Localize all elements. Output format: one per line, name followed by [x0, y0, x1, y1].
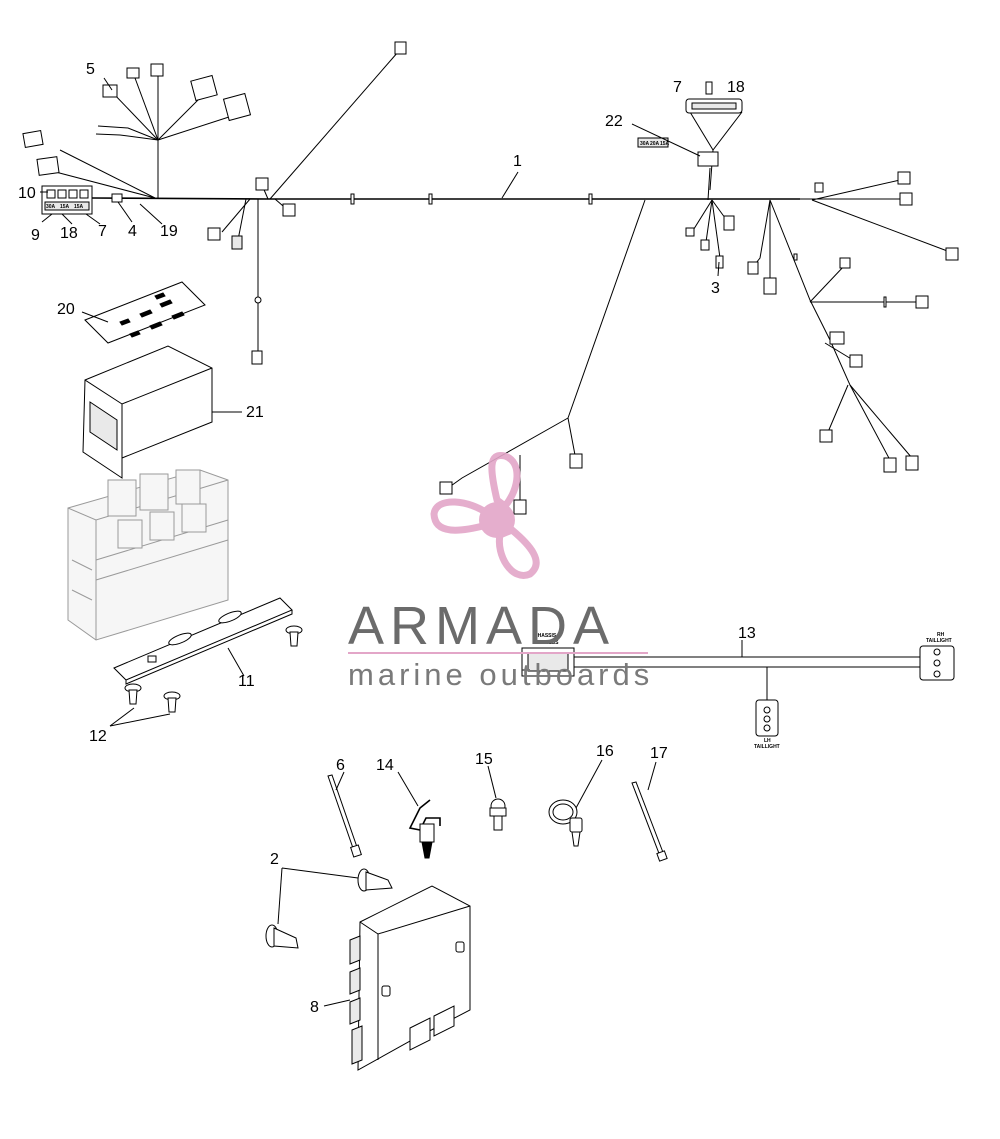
callout-15: 15	[475, 751, 493, 768]
fuse-box-cover	[82, 345, 213, 479]
mounting-bracket	[113, 597, 293, 685]
callout-numbers: 1 2 3 4 5 6 7 7 8 9 10 11 12 13 14 15 16…	[18, 61, 756, 1016]
callout-1: 1	[513, 153, 522, 170]
propeller-logo-icon	[430, 451, 540, 579]
fuse-label: 20A	[650, 141, 660, 147]
lh-taillight-label: TAILLIGHT	[754, 744, 780, 750]
callout-6: 6	[336, 757, 345, 774]
callout-18-left: 18	[60, 225, 78, 242]
fuse-label: 15A	[60, 204, 70, 210]
fuse-label: 15A	[660, 141, 670, 147]
cable-tie-17	[631, 781, 668, 862]
push-clip-14	[408, 799, 441, 859]
callout-2: 2	[270, 851, 279, 868]
watermark-brand: ARMADA	[348, 596, 615, 656]
screws	[124, 625, 303, 713]
callout-9: 9	[31, 227, 40, 244]
callout-10: 10	[18, 185, 36, 202]
harness-label: HARNESS	[534, 640, 559, 646]
callout-7-left: 7	[98, 223, 107, 240]
callout-12: 12	[89, 728, 107, 745]
relay-connector-top: 30A 20A 15A	[637, 81, 743, 191]
callout-18-right: 18	[727, 79, 745, 96]
callout-17: 17	[650, 745, 668, 762]
callout-3: 3	[711, 280, 720, 297]
fuse-label: 30A	[640, 141, 650, 147]
callout-21: 21	[246, 404, 264, 421]
harness-connectors	[22, 41, 959, 515]
callout-13: 13	[738, 625, 756, 642]
screws-2	[265, 868, 393, 949]
main-harness	[47, 51, 951, 505]
watermark: ARMADA marine outboards	[348, 451, 653, 692]
callout-11: 11	[238, 673, 255, 690]
callout-19: 19	[160, 223, 178, 240]
rh-label: RH	[937, 632, 945, 638]
callout-8: 8	[310, 999, 319, 1016]
harness-clip-15	[489, 798, 507, 831]
callout-16: 16	[596, 743, 614, 760]
cable-tie-6	[327, 774, 362, 858]
rh-taillight-label: TAILLIGHT	[926, 638, 952, 644]
callout-4: 4	[128, 223, 137, 240]
fuse-label: 15A	[74, 204, 84, 210]
control-module	[349, 885, 471, 1071]
watermark-tagline: marine outboards	[348, 657, 653, 692]
lh-label: LH	[764, 738, 771, 744]
callout-5: 5	[86, 61, 95, 78]
callout-14: 14	[376, 757, 394, 774]
leader-lines	[40, 77, 743, 1007]
callout-7-right: 7	[673, 79, 682, 96]
chassis-label: CHASSIS	[534, 633, 557, 639]
fuse-label: 30A	[46, 204, 56, 210]
fuse-box	[67, 469, 229, 641]
loop-clamp-16	[548, 799, 583, 847]
fuse-decal	[84, 281, 206, 344]
callout-22: 22	[605, 113, 623, 130]
harness-fuse-block: 30A 15A 15A	[41, 185, 130, 215]
callout-20: 20	[57, 301, 75, 318]
